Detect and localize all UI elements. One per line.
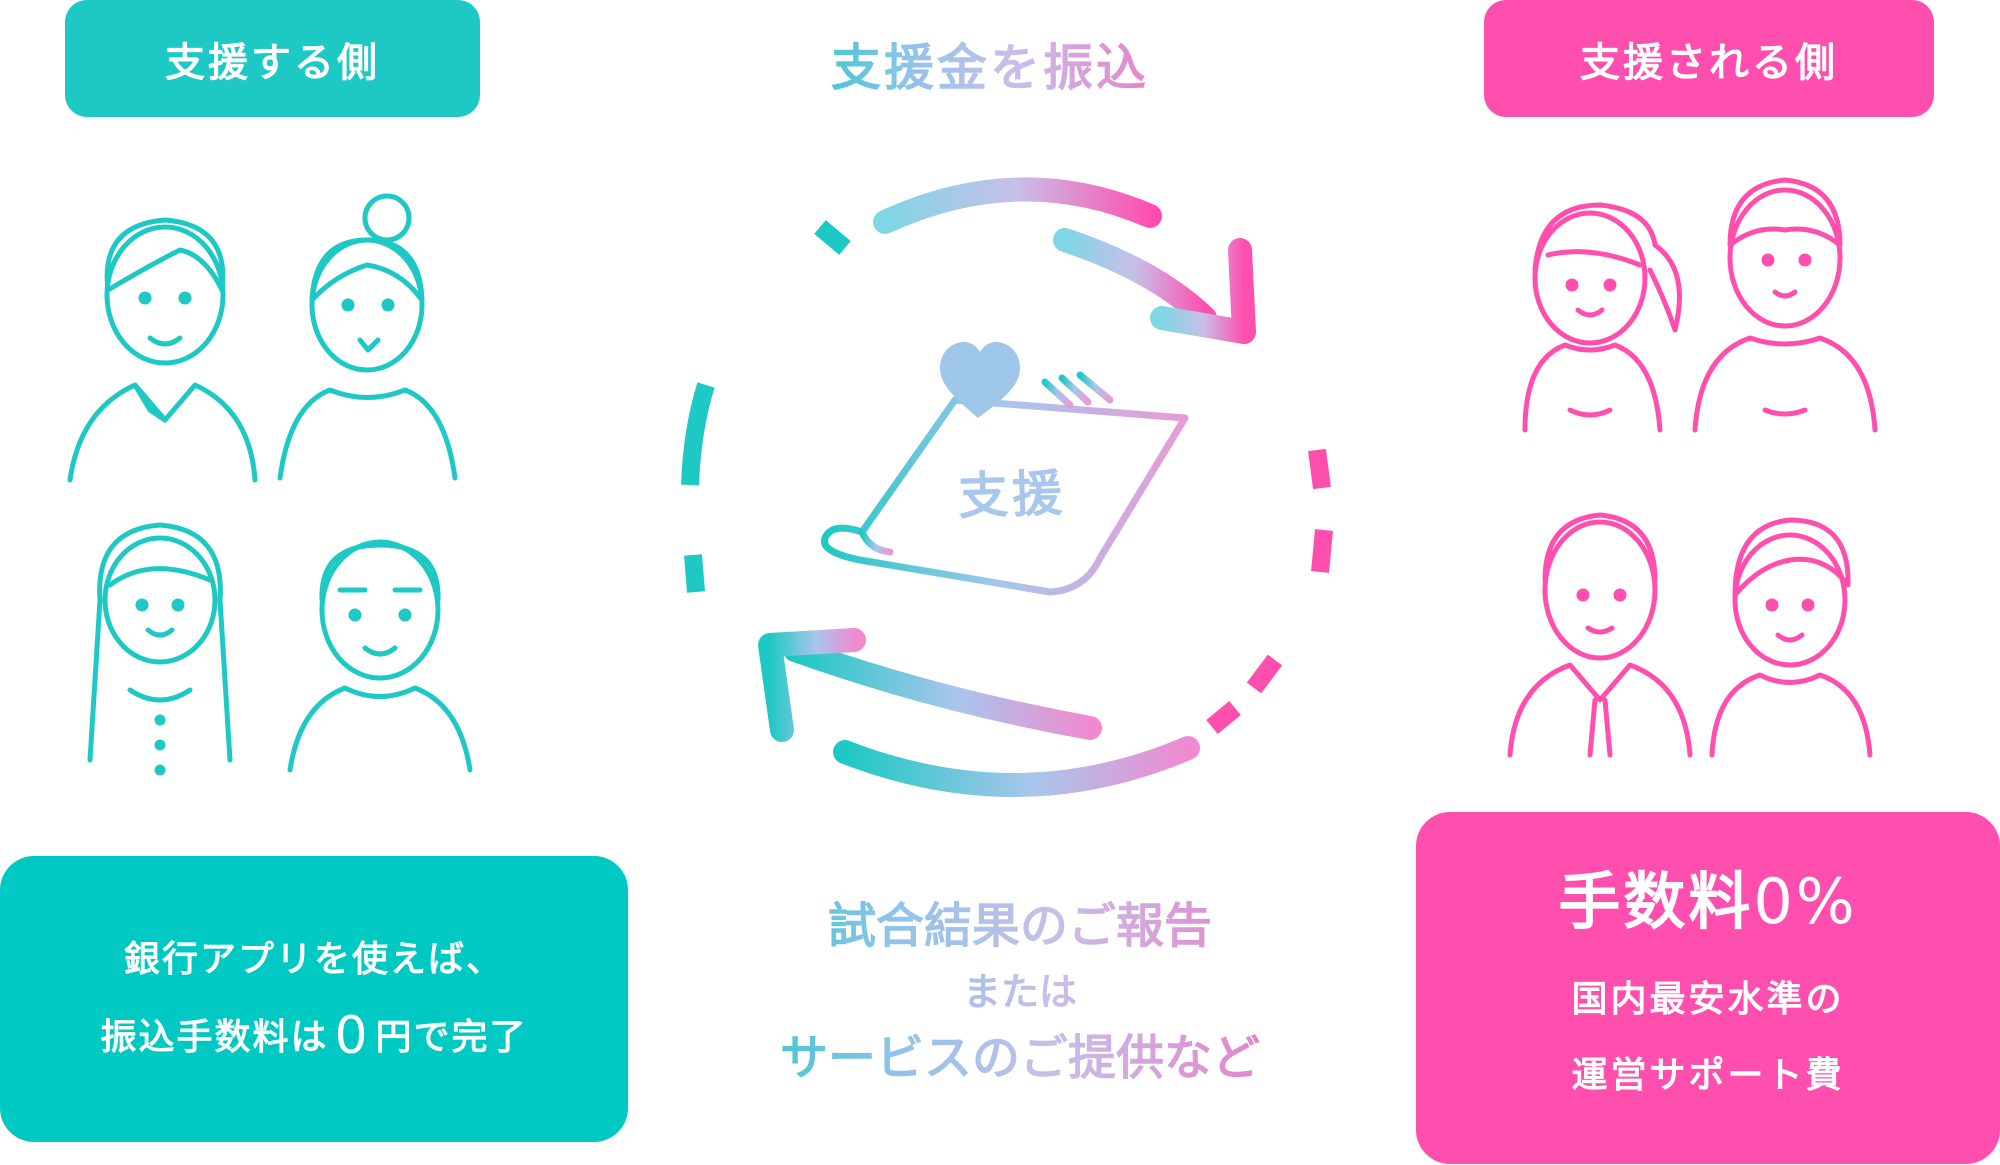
recipient-info-box: 手数料0% 国内最安水準の 運営サポート費	[1416, 812, 2000, 1164]
supporter-people	[67, 193, 473, 776]
return-line-2: または	[962, 970, 1077, 1014]
arrow-top	[873, 177, 1256, 344]
scroll-label: 支援	[957, 464, 1068, 526]
scroll-icon	[820, 371, 1189, 596]
person-elder-man-icon	[287, 539, 473, 773]
cycle-dashes	[681, 220, 1333, 734]
person-woman-bun-icon	[277, 193, 458, 481]
transfer-label: 支援金を振込	[780, 28, 1200, 100]
athlete-woman-ponytail-icon	[1522, 202, 1682, 433]
supporter-info-line-1: 銀行アプリを使えば、	[123, 939, 504, 980]
supporter-info-text-a: 振込手数料は	[100, 1017, 329, 1058]
supporter-side-label: 支援する側	[65, 0, 480, 117]
arrow-bottom	[758, 628, 1200, 797]
fee-value: 0%	[1753, 865, 1858, 938]
coach-man-suit-icon	[1507, 512, 1693, 758]
dash-left-arc	[681, 382, 715, 486]
recipient-side-label: 支援される側	[1484, 0, 1934, 117]
dash-left-small	[684, 554, 705, 593]
fee-label: 手数料	[1558, 865, 1754, 938]
dash-right-2	[1311, 529, 1333, 573]
return-label: 試合結果のご報告 または サービスのご提供など	[700, 890, 1340, 1094]
return-line-1: 試合結果のご報告	[827, 898, 1212, 954]
return-line-3: サービスのご提供など	[779, 1030, 1260, 1086]
recipient-info-line-1: 国内最安水準の	[1571, 979, 1845, 1020]
dash-right-1	[1308, 448, 1331, 490]
dash-top-left	[814, 220, 851, 255]
supporter-info-text-b: 円で完了	[375, 1017, 528, 1058]
person-woman-long-hair-icon	[87, 522, 233, 776]
heart-icon	[940, 342, 1020, 418]
zero-yen-value: 0	[334, 1006, 370, 1066]
person-man-young-icon	[67, 217, 258, 483]
athlete-woman-short-hair-icon	[1709, 517, 1873, 758]
athlete-man-icon	[1692, 177, 1878, 433]
fee-line: 手数料0%	[1558, 862, 1857, 942]
recipient-info-line-2: 運営サポート費	[1571, 1055, 1845, 1096]
dash-right-3	[1246, 654, 1283, 694]
dash-right-4	[1206, 701, 1241, 734]
recipient-people	[1507, 177, 1878, 758]
